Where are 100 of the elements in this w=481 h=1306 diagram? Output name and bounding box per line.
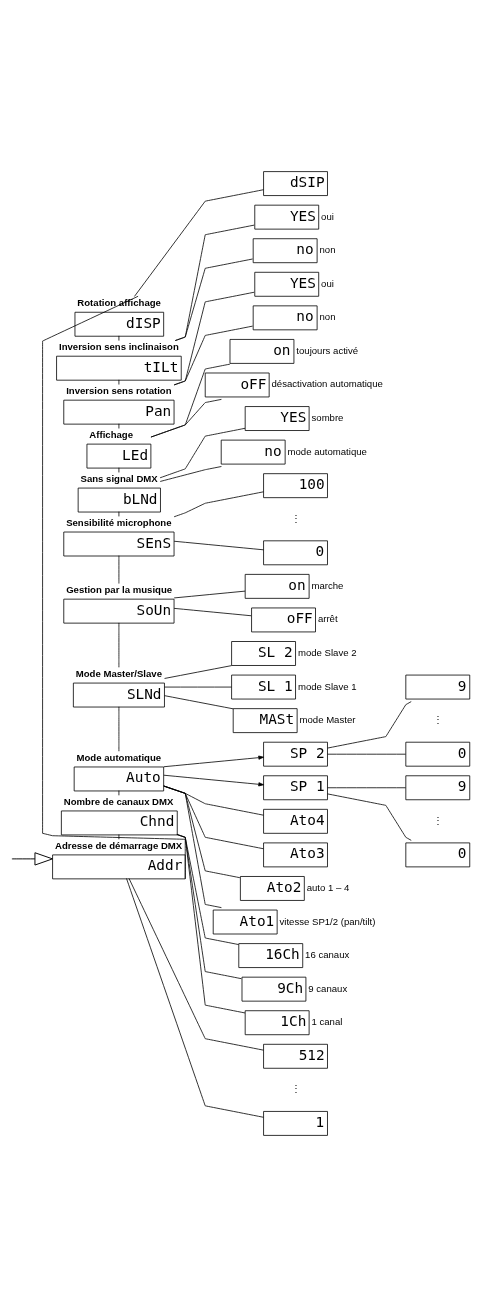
node-box: Ato4: [263, 808, 328, 834]
connector: [174, 258, 253, 341]
node-label: arrêt: [317, 612, 338, 624]
arrow: [163, 774, 264, 786]
label: ⋮: [432, 713, 443, 725]
node-label: mode Master: [299, 713, 356, 725]
node-box: 512: [263, 1043, 328, 1069]
node-box: no: [252, 304, 318, 330]
node-label: Nombre de canaux DMX: [63, 795, 174, 807]
connector: [163, 785, 222, 908]
node-box: bLNd: [77, 487, 161, 512]
node-label: oui: [321, 277, 334, 289]
node-box: dSIP: [263, 170, 328, 196]
node-box: SoUn: [63, 598, 175, 624]
connector: [118, 833, 120, 840]
connector: [118, 378, 120, 385]
connector: [118, 554, 120, 584]
connector: [150, 398, 222, 437]
connector: [164, 694, 234, 709]
node-box: tILt: [56, 355, 182, 381]
connector: [327, 786, 406, 788]
node-label: vitesse SP1/2 (pan/tilt): [279, 915, 376, 926]
label: ⋮: [432, 814, 443, 826]
connector: [118, 466, 120, 473]
node-box: MASt: [232, 707, 298, 733]
node-label: Sensibilité microphone: [66, 516, 172, 528]
node-box: YES: [254, 204, 320, 230]
node-label: Adresse de démarrage DMX: [54, 839, 183, 851]
arrow: [11, 851, 53, 865]
node-label: non: [319, 243, 336, 255]
node-box: on: [229, 338, 295, 364]
node-box: 9: [405, 774, 471, 800]
node-box: on: [244, 573, 310, 599]
connector: [118, 422, 120, 429]
node-box: SP 2: [263, 741, 328, 767]
node-box: SEnS: [63, 531, 175, 556]
label: ⋮: [290, 512, 301, 524]
node-box: Addr: [52, 854, 186, 879]
node-box: YES: [244, 405, 310, 431]
connector: [118, 622, 120, 668]
node-box: SP 1: [263, 774, 328, 800]
node-box: 16Ch: [238, 942, 304, 968]
connector: [164, 664, 232, 679]
node-box: Chnd: [60, 810, 178, 835]
node-box: Pan: [63, 399, 175, 425]
node-box: SL 1: [231, 674, 296, 699]
node-label: Sans signal DMX: [80, 472, 158, 484]
connector: [118, 510, 120, 517]
node-box: YES: [254, 271, 320, 297]
node-label: Affichage: [89, 428, 133, 440]
connector: [134, 188, 264, 297]
node-box: 9: [405, 674, 471, 699]
connector: [118, 705, 120, 752]
node-box: 0: [405, 741, 471, 767]
connector: [159, 427, 246, 478]
node-label: sombre: [311, 411, 344, 423]
node-label: Gestion par la musique: [66, 583, 173, 595]
node-box: 9Ch: [241, 976, 307, 1002]
node-box: 100: [263, 472, 328, 498]
connector: [327, 753, 406, 755]
arrow: [163, 755, 264, 767]
node-box: 0: [405, 842, 471, 867]
node-box: LEd: [86, 443, 152, 468]
node-box: 0: [263, 539, 328, 565]
connector: [150, 363, 231, 437]
node-label: Mode Master/Slave: [75, 667, 163, 679]
connector: [118, 334, 120, 341]
node-label: mode Slave 2: [297, 646, 357, 658]
node-box: no: [252, 237, 318, 263]
label: ⋮: [290, 1082, 301, 1094]
node-label: Inversion sens rotation: [66, 384, 172, 396]
node-box: no: [220, 439, 286, 464]
connector: [176, 833, 246, 1013]
connector: [327, 793, 412, 841]
node-label: désactivation automatique: [271, 377, 383, 389]
node-box: oFF: [251, 607, 316, 632]
connector: [173, 540, 264, 550]
node-box: Auto: [73, 766, 165, 791]
node-label: 9 canaux: [308, 982, 348, 994]
node-box: Ato2: [240, 875, 305, 901]
node-box: Ato3: [263, 842, 328, 867]
connector: [159, 465, 222, 482]
node-box: SLNd: [72, 682, 165, 707]
node-label: 1 canal: [311, 1015, 343, 1027]
node-label: oui: [321, 210, 334, 222]
node-box: oFF: [204, 372, 270, 397]
node-label: Mode automatique: [76, 751, 162, 763]
node-label: 16 canaux: [305, 948, 350, 960]
connector: [118, 789, 120, 796]
connector: [173, 490, 264, 517]
node-label: non: [319, 310, 336, 322]
connector: [164, 686, 232, 687]
connector: [173, 590, 246, 598]
connector: [173, 607, 252, 616]
node-label: marche: [311, 579, 344, 591]
connector: [126, 877, 264, 1118]
node-box: 1Ch: [244, 1009, 310, 1035]
node-box: Ato1: [212, 909, 278, 934]
node-label: mode Slave 1: [297, 680, 357, 692]
connector: [42, 295, 186, 879]
